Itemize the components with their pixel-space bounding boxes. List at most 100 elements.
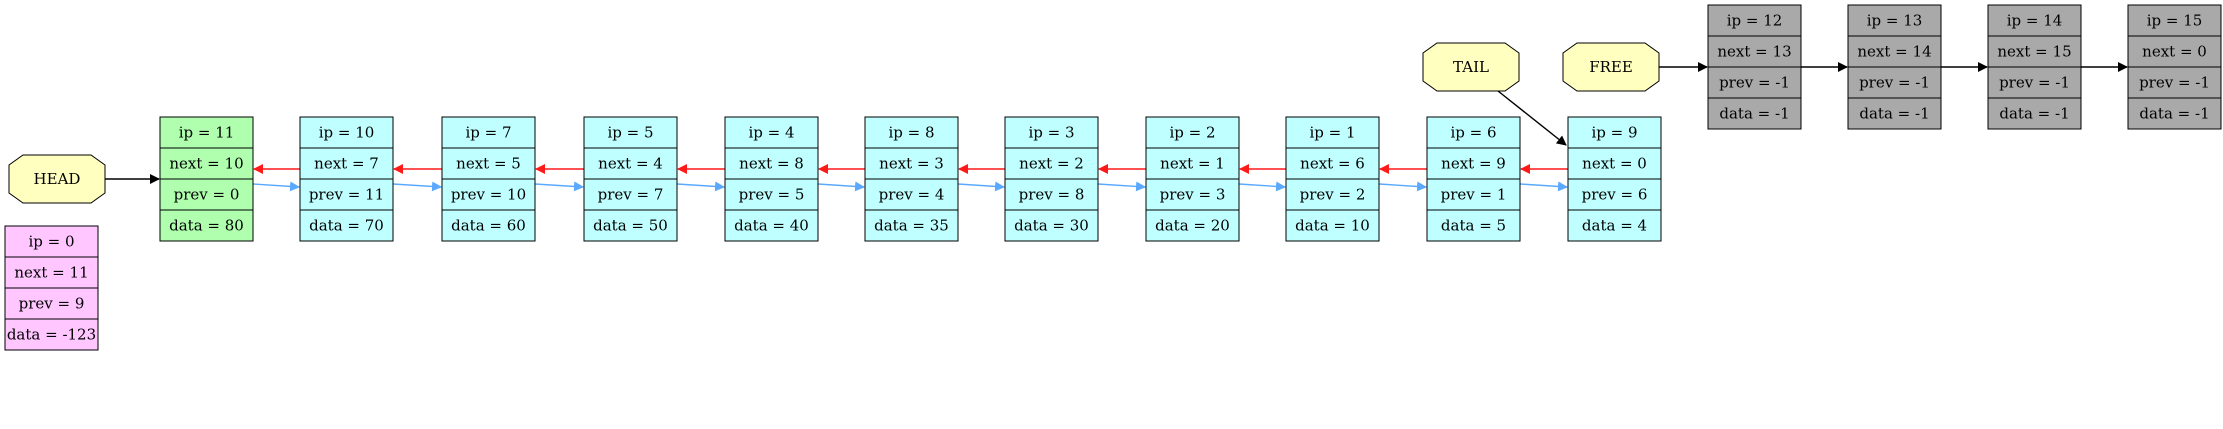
node-prev-text: prev = -1 [1859,74,1930,92]
node-cell-ip [1285,116,1380,149]
node-cell-prev [1707,66,1802,99]
node-ip-text: ip = 3 [1028,124,1074,142]
node-cell-data [1987,97,2082,130]
node-cell-data [441,209,536,242]
node-cell-prev [441,178,536,211]
node-cell-data [583,209,678,242]
node-ip-text: ip = 11 [179,124,235,142]
node-next-text: next = 5 [456,155,521,173]
node-data-text: data = 20 [1155,217,1230,235]
node-next-text: next = 13 [1717,43,1791,61]
list-node-12: ip = 12 next = 13 prev = -1 data = -1 [1707,4,1802,130]
node-ip-text: ip = 14 [2007,12,2063,30]
node-next-text: next = 6 [1300,155,1365,173]
node-ip-text: ip = 6 [1450,124,1496,142]
node-cell-next [1004,147,1099,180]
edges-layer [105,62,2128,192]
node-next-text: next = 10 [169,155,243,173]
node-prev-text: prev = 3 [1160,186,1226,204]
node-cell-data [159,209,254,242]
tail-label: TAIL [1422,42,1520,92]
node-cell-prev [1004,178,1099,211]
next-arrow [534,181,584,192]
node-prev-text: prev = 0 [174,186,240,204]
node-cell-next [724,147,819,180]
node-cell-prev [4,287,99,320]
free-label-shape [1562,42,1660,92]
node-next-text: next = 8 [739,155,804,173]
node-ip-text: ip = 2 [1169,124,1215,142]
node-next-text: next = 0 [2142,43,2207,61]
node-ip-text: ip = 15 [2147,12,2203,30]
node-data-text: data = 60 [451,217,526,235]
node-cell-next [2127,35,2222,68]
head-label-text: HEAD [34,170,81,188]
node-prev-text: prev = -1 [1719,74,1790,92]
next-arrow [676,181,725,192]
node-next-text: next = 0 [1582,155,1647,173]
node-cell-ip [864,116,959,149]
next-arrow [252,181,300,192]
node-next-text: next = 1 [1160,155,1225,173]
node-ip-text: ip = 12 [1727,12,1783,30]
node-cell-ip [4,225,99,258]
node-cell-ip [1987,4,2082,37]
node-prev-text: prev = -1 [1999,74,2070,92]
node-data-text: data = 40 [734,217,809,235]
next-arrow [1378,181,1427,192]
node-cell-ip [1426,116,1521,149]
node-next-text: next = 9 [1441,155,1506,173]
node-cell-prev [1285,178,1380,211]
node-ip-text: ip = 5 [607,124,653,142]
node-data-text: data = 5 [1441,217,1506,235]
next-arrow [957,181,1005,192]
head-label: HEAD [8,154,106,204]
node-next-text: next = 15 [1997,43,2071,61]
node-cell-next [441,147,536,180]
node-data-text: data = 70 [309,217,384,235]
node-cell-next [299,147,394,180]
node-prev-text: prev = 11 [309,186,384,204]
node-cell-data [1145,209,1240,242]
node-cell-ip [1004,116,1099,149]
node-cell-prev [1426,178,1521,211]
node-data-text: data = 4 [1582,217,1647,235]
tail-label-text: TAIL [1453,58,1489,76]
node-ip-text: ip = 7 [465,124,511,142]
list-node-6: ip = 6 next = 9 prev = 1 data = 5 [1426,116,1521,242]
node-cell-data [1004,209,1099,242]
list-node-2: ip = 2 next = 1 prev = 3 data = 20 [1145,116,1240,242]
node-cell-prev [724,178,819,211]
node-data-text: data = -1 [1719,105,1789,123]
node-prev-text: prev = 4 [879,186,945,204]
node-cell-prev [1847,66,1942,99]
node-next-text: next = 2 [1019,155,1084,173]
node-cell-ip [1707,4,1802,37]
next-arrow [817,181,865,192]
node-cell-ip [299,116,394,149]
free-label-text: FREE [1589,58,1633,76]
node-cell-data [1285,209,1380,242]
node-cell-data [1707,97,1802,130]
node-cell-prev [1987,66,2082,99]
node-cell-ip [441,116,536,149]
node-cell-prev [583,178,678,211]
node-prev-text: prev = 5 [739,186,805,204]
node-prev-text: prev = 1 [1441,186,1507,204]
node-cell-prev [1145,178,1240,211]
node-cell-ip [724,116,819,149]
node-data-text: data = 10 [1295,217,1370,235]
node-cell-prev [299,178,394,211]
node-prev-text: prev = -1 [2139,74,2210,92]
node-next-text: next = 11 [14,264,88,282]
node-cell-prev [864,178,959,211]
